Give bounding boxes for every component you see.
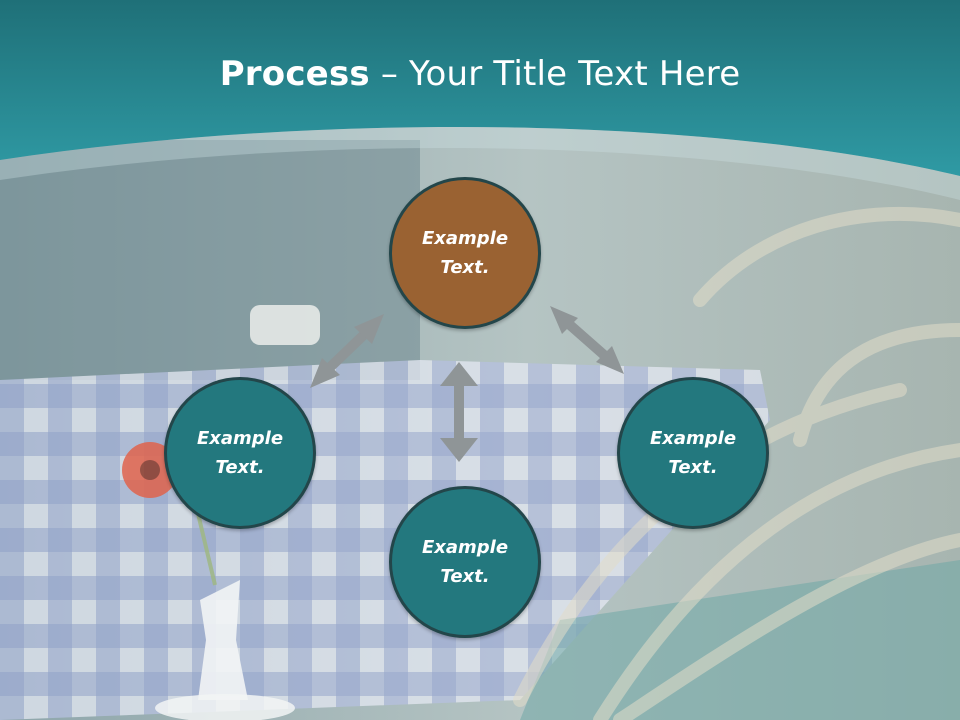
node-left-label: Example Text. (196, 428, 284, 478)
node-right[interactable]: Example Text. (617, 377, 769, 529)
node-bottom[interactable]: Example Text. (389, 486, 541, 638)
double-arrow-right (550, 306, 624, 374)
slide-title: Process – Your Title Text Here (0, 52, 960, 96)
node-right-label: Example Text. (649, 428, 737, 478)
title-rest: – Your Title Text Here (369, 54, 741, 94)
node-top[interactable]: Example Text. (389, 177, 541, 329)
title-bold: Process (219, 54, 370, 94)
node-left[interactable]: Example Text. (164, 377, 316, 529)
node-top-label: Example Text. (421, 228, 509, 278)
double-arrow-left (310, 314, 384, 388)
double-arrow-vertical (440, 362, 478, 462)
node-bottom-label: Example Text. (421, 537, 509, 587)
